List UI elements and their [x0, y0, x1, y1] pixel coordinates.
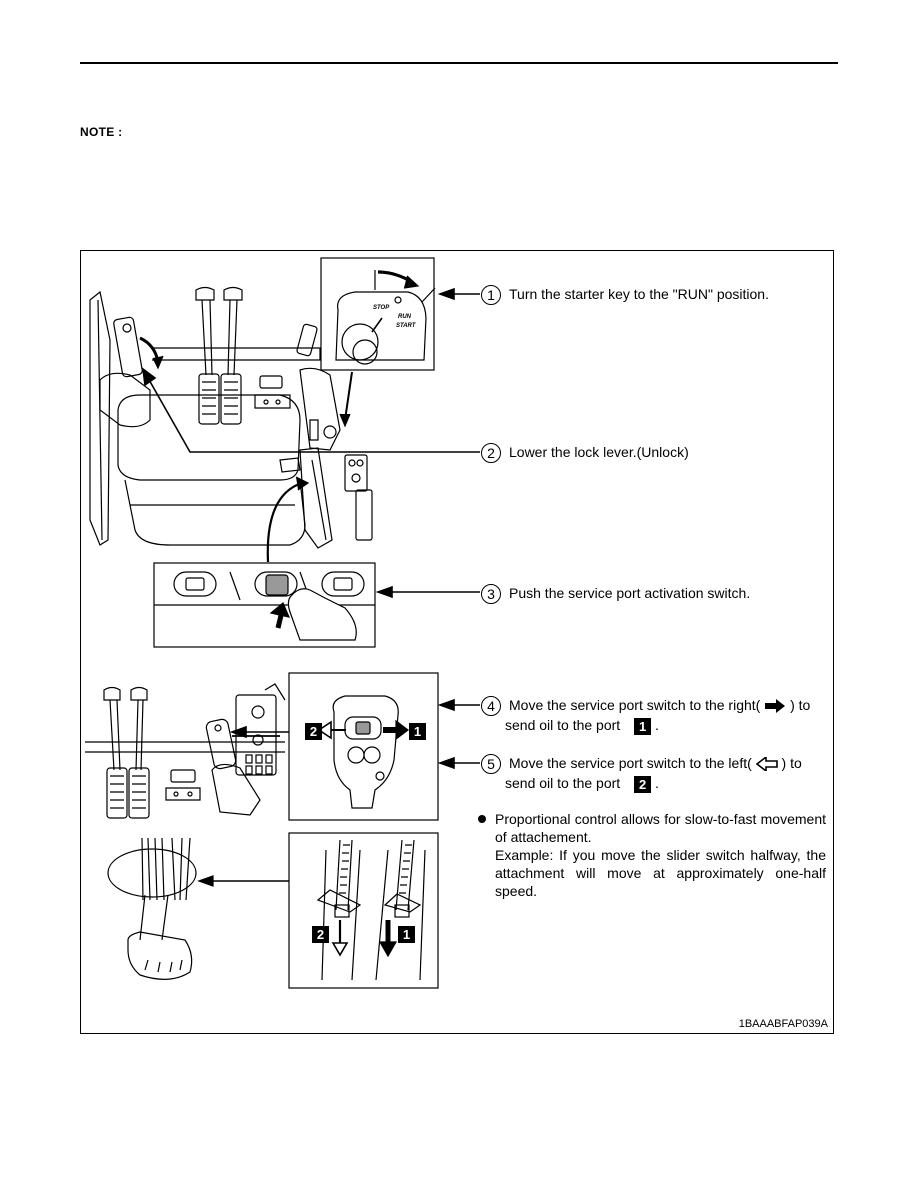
joystick-inset — [288, 672, 439, 821]
bucket-illustration — [107, 837, 290, 980]
step-4: 4 Move the service port switch to the rig… — [481, 696, 811, 717]
port-badge: 2 — [634, 775, 652, 793]
step-5-line2: send oil to the port 2 . — [505, 774, 659, 793]
header-rule — [80, 62, 838, 64]
step-number: 2 — [481, 443, 501, 464]
port-1-label: 1 — [409, 723, 426, 740]
step-1: 1 Turn the starter key to the "RUN" posit… — [481, 285, 769, 306]
bullet-line-2: Example: If you move the slider switch h… — [495, 847, 826, 899]
step-text: Lower the lock lever.(Unlock) — [509, 444, 689, 460]
step-number: 1 — [481, 285, 501, 306]
hose-port-2-label: 2 — [312, 926, 329, 943]
key-start-label: START — [396, 323, 417, 329]
bullet-line-1: Proportional control allows for slow-to-… — [495, 811, 826, 845]
hose-inset — [288, 832, 439, 989]
step-end: . — [654, 717, 659, 733]
leader-arrows-top — [141, 287, 480, 599]
step-5: 5 Move the service port switch to the lef… — [481, 754, 802, 775]
arrow-left-icon — [755, 757, 778, 772]
switch-panel — [153, 562, 376, 648]
port-2-label: 2 — [305, 723, 322, 740]
key-stop-label: STOP — [373, 305, 390, 311]
key-inset: STOP RUN START — [320, 257, 436, 428]
step-number: 3 — [481, 584, 501, 605]
note-label: NOTE : — [80, 125, 123, 139]
step-text-end: ) to — [790, 697, 811, 713]
hose-port-1-label: 1 — [398, 926, 415, 943]
step-text: send oil to the port — [505, 717, 621, 733]
step-text-end: ) to — [781, 755, 802, 771]
step-text: Move the service port switch to the righ… — [509, 697, 761, 713]
step-3: 3 Push the service port activation switch… — [481, 584, 751, 605]
leader-arrow-joystick — [229, 725, 290, 739]
key-run-label: RUN — [398, 314, 412, 320]
figure-frame — [80, 250, 834, 1034]
step-2: 2 Lower the lock lever.(Unlock) — [481, 443, 689, 464]
cab-lower-illustration — [85, 683, 286, 819]
arrow-right-icon — [765, 699, 786, 714]
cab-illustration — [89, 286, 373, 563]
step-text: send oil to the port — [505, 775, 621, 791]
leader-arrows-mid — [437, 698, 480, 770]
bullet-dot — [478, 815, 486, 823]
step-end: . — [654, 775, 659, 791]
step-number: 4 — [481, 696, 501, 717]
step-text: Push the service port activation switch. — [509, 585, 751, 601]
port-badge: 1 — [634, 717, 652, 735]
figure-reference-code: 1BAAABFAP039A — [738, 1018, 828, 1030]
step-text: Turn the starter key to the "RUN" positi… — [509, 286, 769, 302]
step-number: 5 — [481, 754, 501, 775]
step-4-line2: send oil to the port 1 . — [505, 716, 659, 735]
bullet-note: Proportional control allows for slow-to-… — [478, 810, 826, 900]
step-text: Move the service port switch to the left… — [509, 755, 752, 771]
